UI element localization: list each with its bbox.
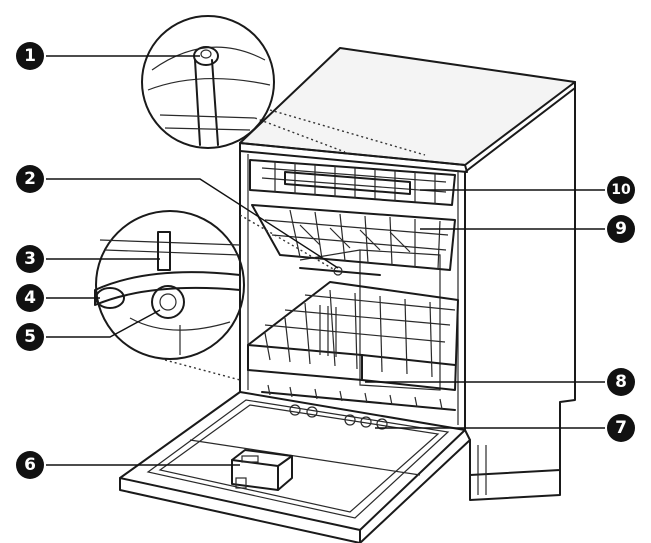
callout-badge-4: 4: [16, 284, 44, 312]
callout-number: 7: [615, 418, 627, 438]
leader-lines: [46, 55, 605, 466]
callout-number: 2: [24, 169, 36, 189]
callout-number: 3: [24, 249, 36, 269]
detail-guides: [164, 109, 426, 381]
callout-number: 6: [24, 455, 36, 475]
upper-spray-arm: [299, 266, 381, 276]
upper-basket: [251, 204, 456, 271]
detail-circle-top: [141, 15, 275, 149]
callout-number: 8: [615, 372, 627, 392]
detergent-dispenser: [231, 449, 293, 491]
callout-badge-6: 6: [16, 451, 44, 479]
callout-badge-9: 9: [607, 215, 635, 243]
callout-badge-3: 3: [16, 245, 44, 273]
cutlery-tray: [249, 159, 456, 206]
callout-badge-2: 2: [16, 165, 44, 193]
lower-basket: [247, 281, 459, 391]
callout-badge-8: 8: [607, 368, 635, 396]
callout-badge-5: 5: [16, 323, 44, 351]
callout-number: 9: [615, 219, 627, 239]
callout-number: 5: [24, 327, 36, 347]
callout-badge-10: 10: [607, 176, 635, 204]
detail-circle-left: [94, 210, 245, 360]
callout-badge-1: 1: [16, 42, 44, 70]
callout-number: 1: [24, 46, 36, 66]
callout-badge-7: 7: [607, 414, 635, 442]
open-door: [119, 391, 471, 543]
callout-number: 4: [24, 288, 36, 308]
callout-number: 10: [611, 182, 631, 198]
